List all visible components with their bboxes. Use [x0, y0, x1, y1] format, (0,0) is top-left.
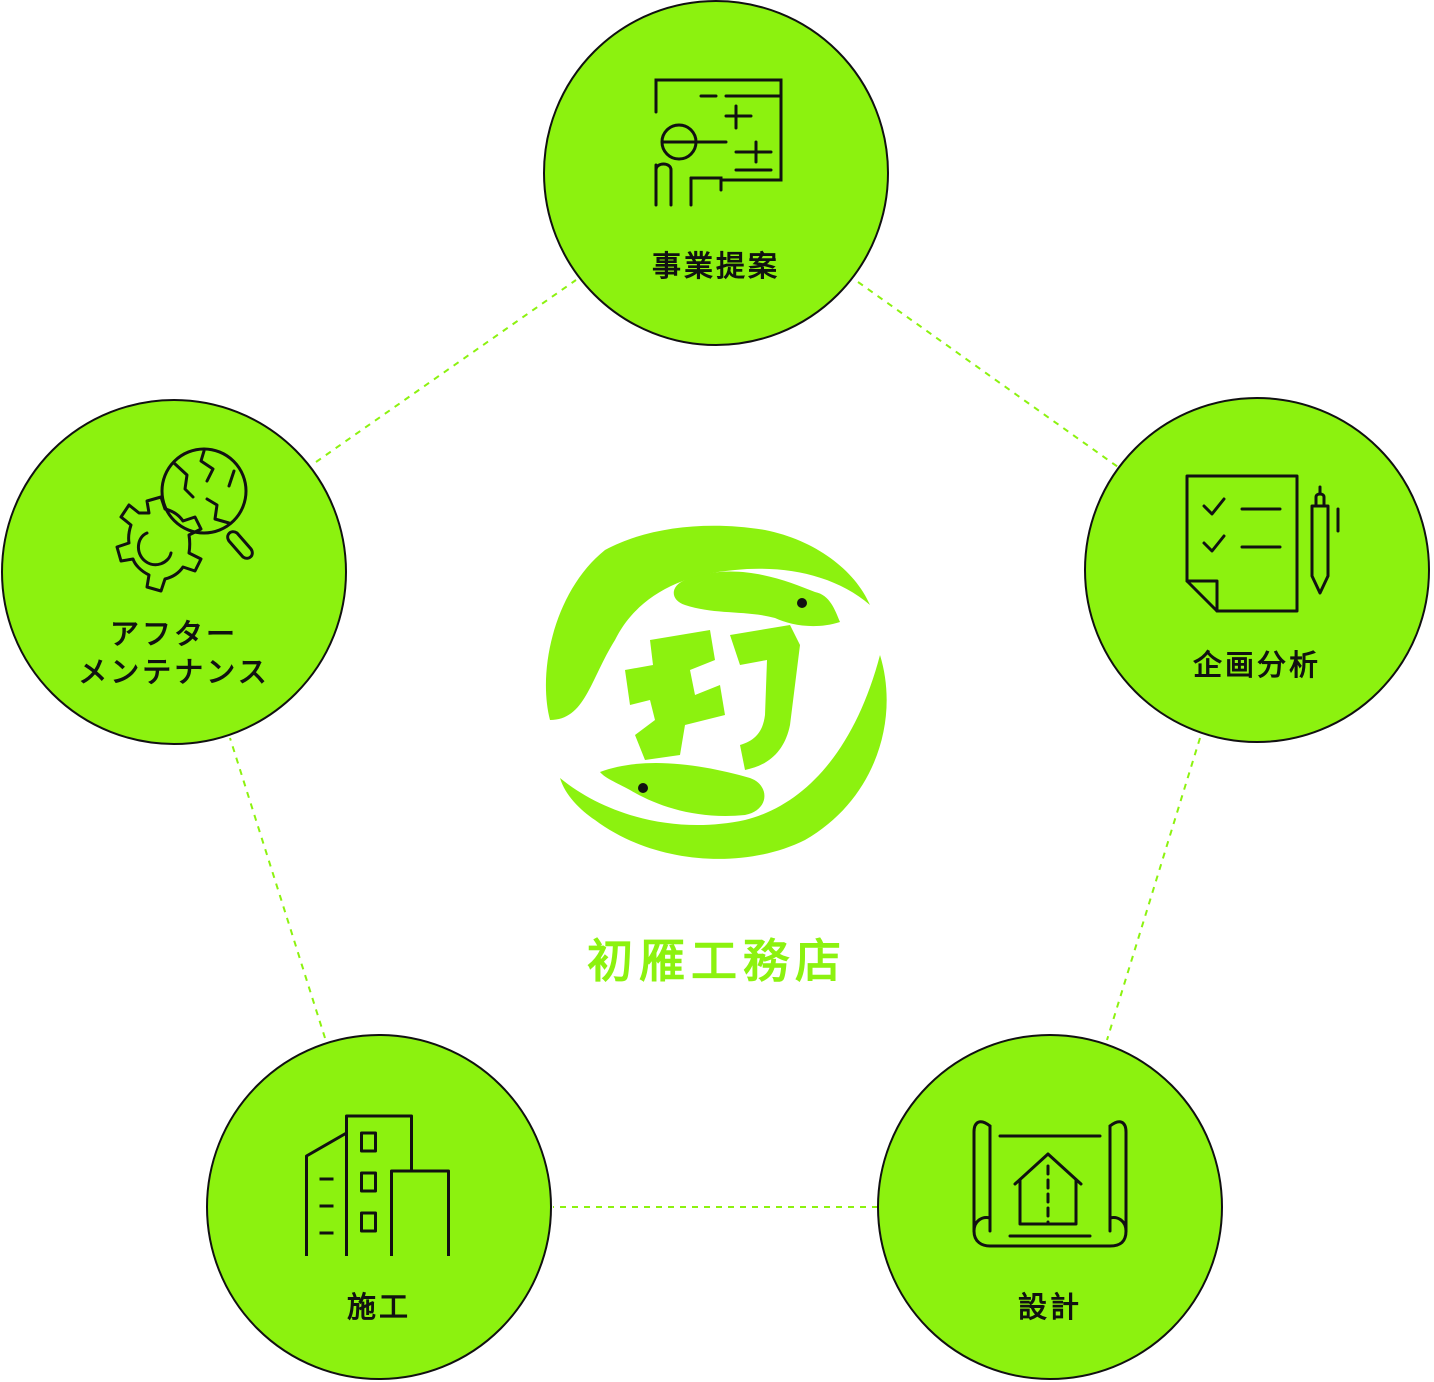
floor-plan-icon: [654, 78, 783, 207]
logo-goose-top: [673, 571, 840, 627]
logo-crescent-top: [545, 525, 870, 720]
brand-logo: [545, 525, 887, 859]
cycle-node-label-line2: メンテナンス: [78, 655, 270, 689]
cycle-node-label-line1: アフター: [109, 617, 238, 651]
house-blueprint-icon: [972, 1120, 1128, 1248]
logo-character: [625, 625, 800, 770]
cycle-node-proposal: 事業提案: [543, 0, 889, 346]
cycle-node-label: 企画分析: [1192, 648, 1321, 682]
connector-planning-design: [1106, 737, 1201, 1041]
connector-construction-maintenance: [229, 737, 326, 1039]
cycle-node-planning: 企画分析: [1084, 397, 1430, 743]
cycle-node-maintenance: アフター メンテナンス: [1, 399, 347, 745]
cycle-node-label: 事業提案: [651, 249, 780, 283]
logo-goose-bottom: [600, 762, 765, 816]
buildings-icon: [305, 1114, 450, 1256]
cycle-node-construction: 施工: [206, 1034, 552, 1380]
cycle-node-design: 設計: [877, 1034, 1223, 1380]
brand-name: 初雁工務店: [587, 934, 847, 988]
logo-crescent-bottom: [560, 655, 887, 859]
cycle-node-label: 設計: [1017, 1290, 1082, 1324]
connector-maintenance-proposal: [315, 279, 577, 463]
cycle-node-label: 施工: [346, 1290, 411, 1324]
gear-magnifier-icon: [115, 447, 254, 593]
connector-proposal-planning: [857, 281, 1119, 468]
checklist-pen-icon: [1185, 474, 1340, 613]
